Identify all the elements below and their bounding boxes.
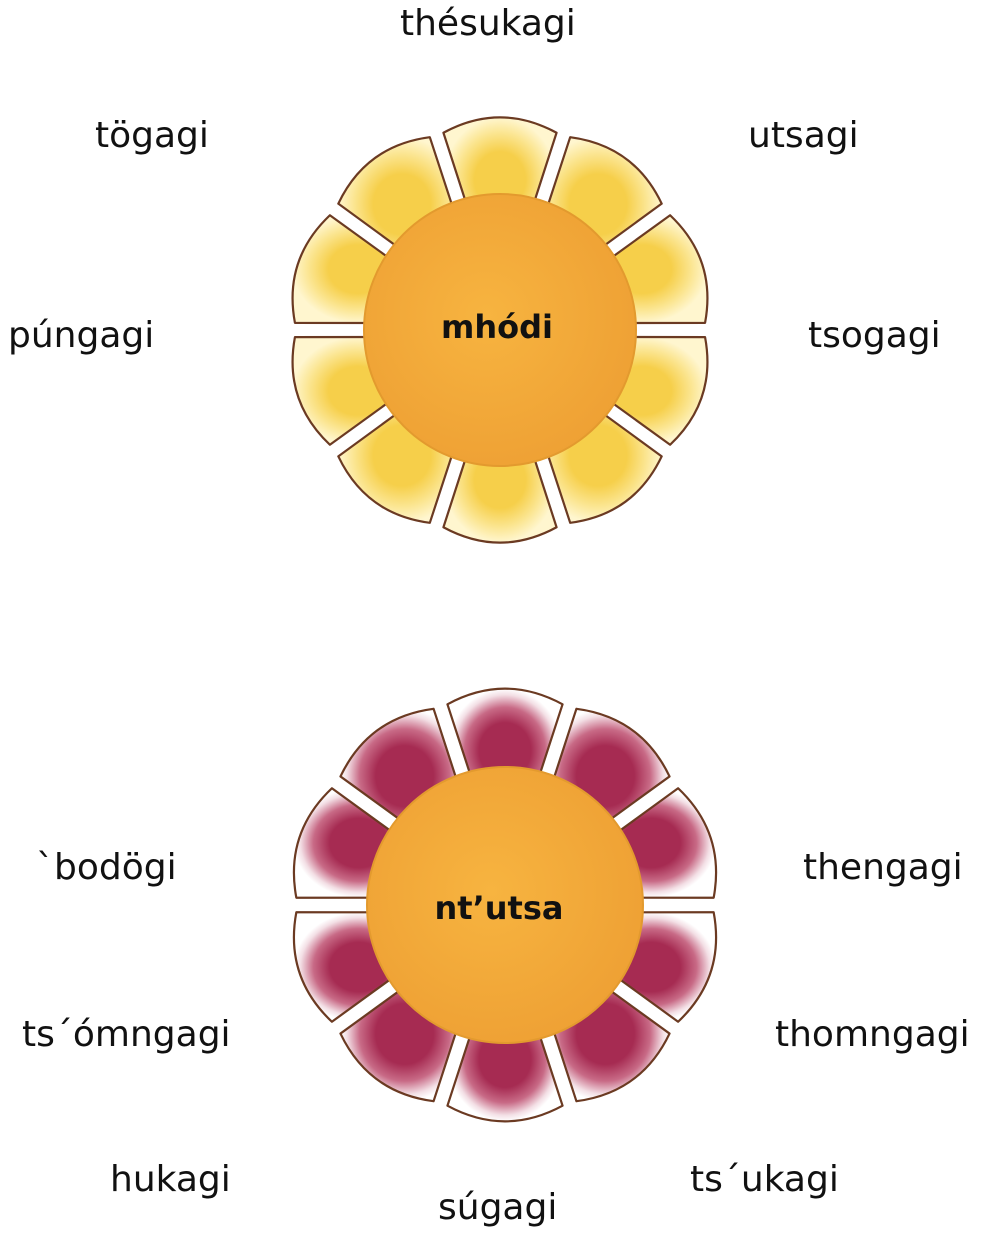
word-hukagi: hukagi (110, 1162, 231, 1198)
bottom-flower-center-label: nt’utsa (435, 892, 564, 924)
word-tsukagi: ts´ukagi (690, 1162, 839, 1198)
word-thesukagi: thésukagi (400, 6, 576, 42)
word-tsomngagi: ts´ómngagi (22, 1017, 231, 1053)
word-sugagi: súgagi (438, 1190, 557, 1226)
top-flower-center-label: mhódi (441, 311, 553, 343)
word-utsagi: utsagi (748, 118, 859, 154)
word-togagi: tögagi (95, 118, 209, 154)
word-thomngagi: thomngagi (775, 1017, 970, 1053)
word-thengagi: thengagi (803, 850, 963, 886)
word-pungagi: púngagi (8, 318, 154, 354)
word-tsogagi: tsogagi (808, 318, 941, 354)
word-bodogi: `bodögi (36, 850, 177, 886)
